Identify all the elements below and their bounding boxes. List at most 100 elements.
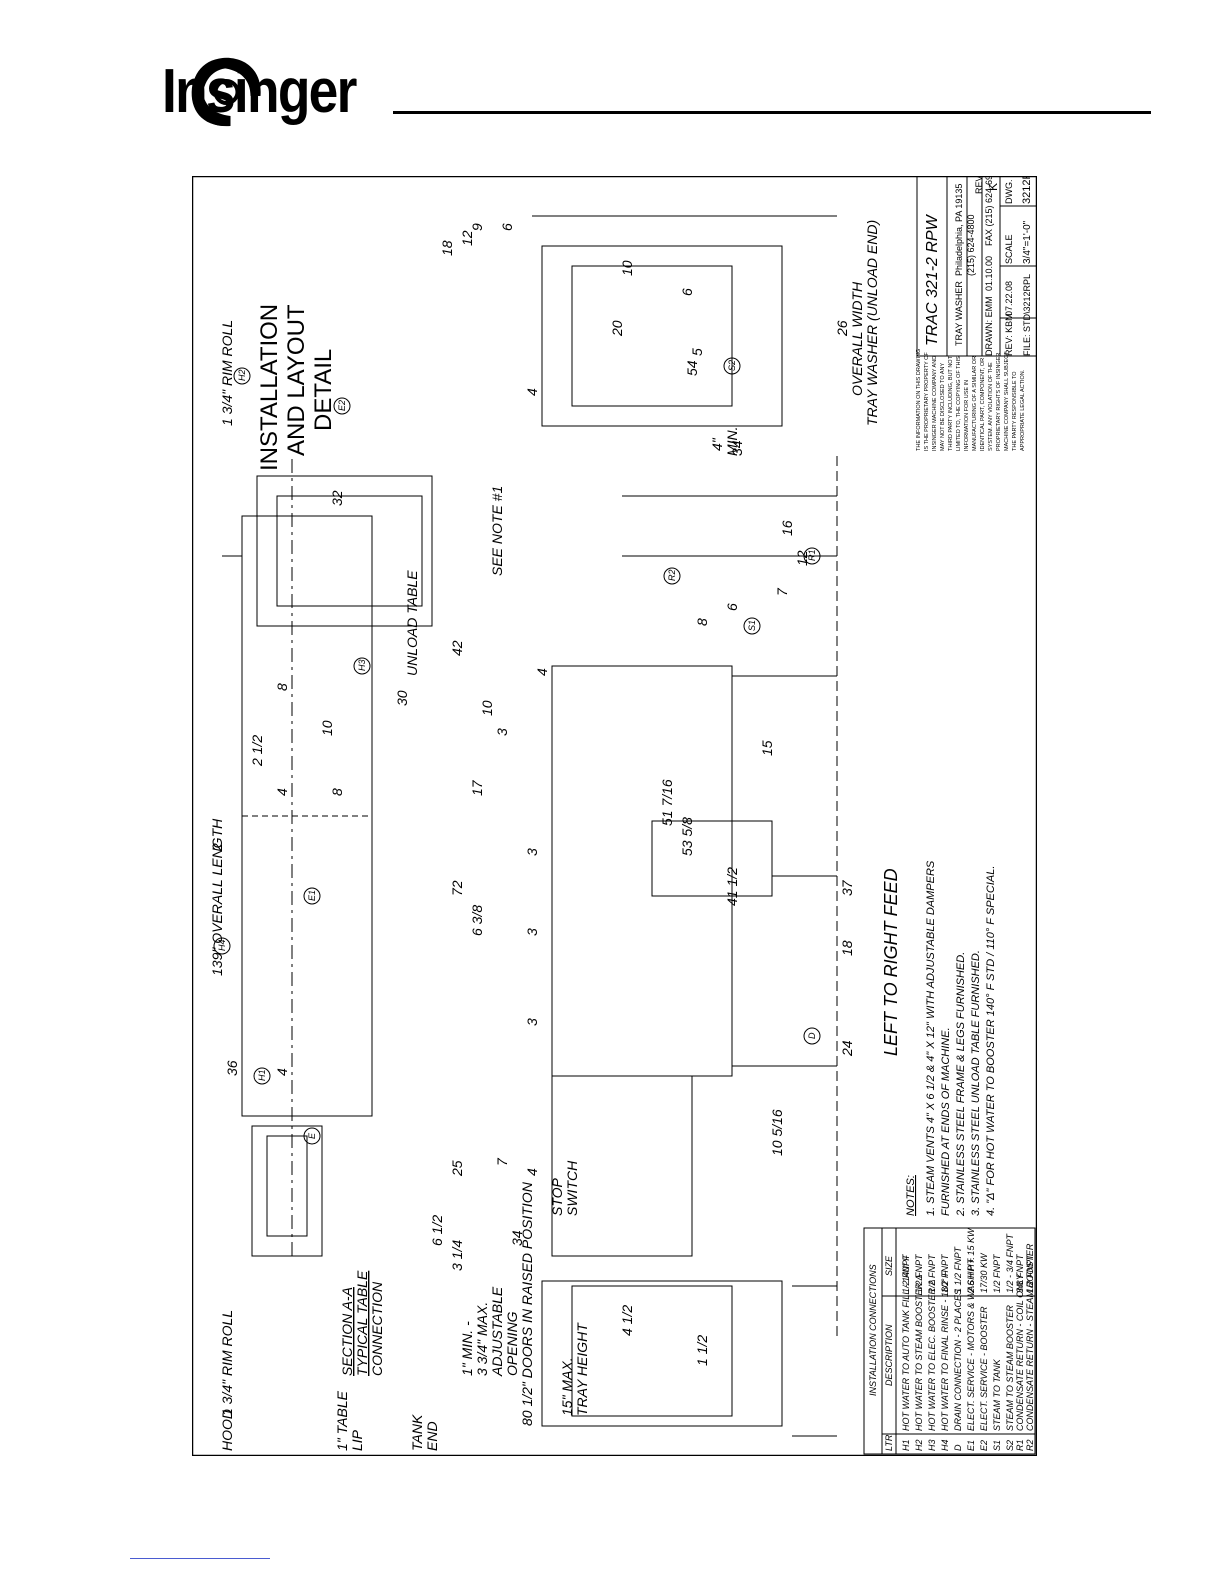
svg-text:LTR: LTR xyxy=(884,1434,894,1451)
installation-drawing: INSTALLATION AND LAYOUT DETAIL xyxy=(192,176,1037,1456)
svg-text:12: 12 xyxy=(794,550,810,566)
plan-view xyxy=(222,456,433,1257)
notes: NOTES: 1. STEAM VENTS 4" X 6 1/2 & 4" X … xyxy=(905,860,997,1217)
svg-text:10: 10 xyxy=(619,260,635,276)
svg-text:HOT WATER TO STEAM BOOSTER Δ: HOT WATER TO STEAM BOOSTER Δ xyxy=(914,1274,924,1431)
svg-text:30: 30 xyxy=(394,690,410,706)
svg-text:2.6 HP + 15 KW: 2.6 HP + 15 KW xyxy=(966,1227,976,1294)
drawing-text-layer: TRAC 321-2 RPW TRAY WASHER Philadelphia,… xyxy=(209,176,1035,1451)
section-title: SECTION A-A xyxy=(339,1287,355,1376)
svg-text:OPENING: OPENING xyxy=(504,1311,520,1376)
svg-text:MANUFACTURING OF A SIMILAR OR: MANUFACTURING OF A SIMILAR OR xyxy=(972,356,978,451)
svg-text:HOT WATER TO ELEC. BOOSTER Δ: HOT WATER TO ELEC. BOOSTER Δ xyxy=(927,1279,937,1431)
company-address: Philadelphia, PA 19135 xyxy=(954,184,964,276)
svg-text:26: 26 xyxy=(834,320,850,337)
svg-text:18: 18 xyxy=(439,240,455,256)
svg-text:9: 9 xyxy=(469,223,485,231)
side-elevation xyxy=(551,456,838,1336)
svg-text:53 5/8: 53 5/8 xyxy=(679,817,695,856)
stop-switch-label: STOP xyxy=(549,1177,565,1216)
svg-text:HOT WATER TO FINAL RINSE - 180: HOT WATER TO FINAL RINSE - 180° F xyxy=(940,1270,950,1431)
svg-text:4 1/2: 4 1/2 xyxy=(619,1305,635,1336)
svg-text:MIN.: MIN. xyxy=(724,426,740,456)
svg-text:20: 20 xyxy=(609,320,625,337)
svg-text:MACHINE COMPANY SHALL SUBJECT: MACHINE COMPANY SHALL SUBJECT xyxy=(1004,351,1010,451)
svg-text:3 3/4" MAX.: 3 3/4" MAX. xyxy=(474,1302,490,1376)
svg-text:SIZE: SIZE xyxy=(884,1255,894,1276)
svg-text:THIRD PARTY INCLUDING, BUT NOT: THIRD PARTY INCLUDING, BUT NOT xyxy=(948,355,954,451)
connections-table xyxy=(863,1227,1036,1455)
title-line-3: DETAIL xyxy=(310,349,337,431)
svg-text:41 1/2: 41 1/2 xyxy=(724,867,740,906)
header-rule xyxy=(393,111,1151,114)
svg-text:1/2 - 3/4 FNPT: 1/2 - 3/4 FNPT xyxy=(1005,1232,1015,1293)
connections-title: INSTALLATION CONNECTIONS xyxy=(868,1264,878,1396)
svg-text:1/2 FNPT: 1/2 FNPT xyxy=(914,1253,924,1293)
svg-text:E2: E2 xyxy=(979,1440,989,1451)
svg-text:E: E xyxy=(307,1132,317,1139)
notes-heading: NOTES: xyxy=(905,1175,917,1216)
drawn-by: DRAWN: EMM xyxy=(984,296,994,356)
svg-text:3: 3 xyxy=(524,848,540,856)
drawing-title: INSTALLATION AND LAYOUT DETAIL xyxy=(256,304,337,471)
feed-direction: LEFT TO RIGHT FEED xyxy=(881,868,901,1056)
svg-text:R2: R2 xyxy=(1025,1439,1035,1451)
svg-text:SYSTEM. ANY VIOLATION OF THE: SYSTEM. ANY VIOLATION OF THE xyxy=(988,362,994,451)
svg-text:E2: E2 xyxy=(337,400,347,411)
table-lip-label: 1" TABLE xyxy=(334,1390,350,1451)
svg-text:PROPRIETARY RIGHTS OF INSINGER: PROPRIETARY RIGHTS OF INSINGER xyxy=(996,353,1002,451)
svg-text:H2: H2 xyxy=(914,1439,924,1451)
svg-text:ADJUSTABLE: ADJUSTABLE xyxy=(489,1286,505,1377)
svg-text:2: 2 xyxy=(209,843,225,852)
svg-text:4: 4 xyxy=(524,388,540,396)
svg-text:1 1/2 FNPT: 1 1/2 FNPT xyxy=(953,1245,963,1293)
see-note-label: SEE NOTE #1 xyxy=(489,486,505,576)
svg-text:4: 4 xyxy=(534,668,550,676)
svg-text:H1: H1 xyxy=(257,1069,267,1081)
svg-text:D: D xyxy=(953,1444,963,1451)
svg-text:MAY NOT BE DISCLOSED TO ANY: MAY NOT BE DISCLOSED TO ANY xyxy=(940,363,946,451)
note-1b: FURNISHED AT ENDS OF MACHINE. xyxy=(940,1027,952,1216)
svg-text:8: 8 xyxy=(274,683,290,691)
svg-text:H4: H4 xyxy=(217,939,227,951)
elevation-labels: 25 72 42 7 4 3 3 3 4 10 4 3 17 6 3/8 51 … xyxy=(449,388,901,1216)
svg-text:10: 10 xyxy=(319,720,335,736)
scale-label: SCALE xyxy=(1004,234,1014,264)
svg-text:R2: R2 xyxy=(667,569,677,581)
title-line-1: INSTALLATION xyxy=(256,304,283,471)
svg-text:APPROPRIATE LEGAL ACTION.: APPROPRIATE LEGAL ACTION. xyxy=(1020,369,1026,451)
svg-text:SWITCH: SWITCH xyxy=(564,1160,580,1216)
svg-text:51 7/16: 51 7/16 xyxy=(659,779,675,826)
svg-text:1/2 FNPT: 1/2 FNPT xyxy=(940,1253,950,1293)
svg-text:72: 72 xyxy=(449,880,465,896)
doors-raised-label: 80 1/2" DOORS IN RAISED POSITION xyxy=(519,1181,535,1426)
company-phone: (215) 624-4800 xyxy=(966,214,976,276)
svg-text:17: 17 xyxy=(469,779,485,796)
svg-text:H3: H3 xyxy=(357,659,367,671)
svg-text:6 1/2: 6 1/2 xyxy=(429,1215,445,1246)
svg-text:16: 16 xyxy=(779,520,795,536)
svg-text:24: 24 xyxy=(839,1040,855,1057)
svg-text:INFORMATION FOR USE IN: INFORMATION FOR USE IN xyxy=(964,380,970,451)
svg-text:H2: H2 xyxy=(237,369,247,381)
footer-link-underline xyxy=(130,1558,270,1559)
svg-text:6: 6 xyxy=(679,288,695,296)
svg-text:12: 12 xyxy=(459,230,475,246)
rim-roll-left: 1 3/4" RIM ROLL xyxy=(219,1310,235,1416)
end-elevation-unload xyxy=(532,215,837,427)
svg-text:R1: R1 xyxy=(807,549,817,561)
svg-text:2 1/2: 2 1/2 xyxy=(249,735,265,767)
svg-text:D: D xyxy=(807,1032,817,1039)
svg-text:34: 34 xyxy=(509,1230,525,1246)
svg-text:1" MIN. -: 1" MIN. - xyxy=(459,1321,475,1376)
svg-text:H1: H1 xyxy=(901,1439,911,1451)
insinger-logo-swirl xyxy=(191,57,261,127)
svg-text:54: 54 xyxy=(684,360,700,376)
svg-text:8: 8 xyxy=(329,788,345,796)
svg-text:H4: H4 xyxy=(940,1439,950,1451)
svg-text:5: 5 xyxy=(689,348,705,356)
svg-text:CONDENSATE RETURN - COIL ONLY: CONDENSATE RETURN - COIL ONLY xyxy=(1015,1273,1025,1431)
svg-text:3: 3 xyxy=(524,1018,540,1026)
note-4: 4. "Δ" FOR HOT WATER TO BOOSTER 140° F S… xyxy=(985,866,997,1216)
svg-text:6 3/8: 6 3/8 xyxy=(469,905,485,936)
